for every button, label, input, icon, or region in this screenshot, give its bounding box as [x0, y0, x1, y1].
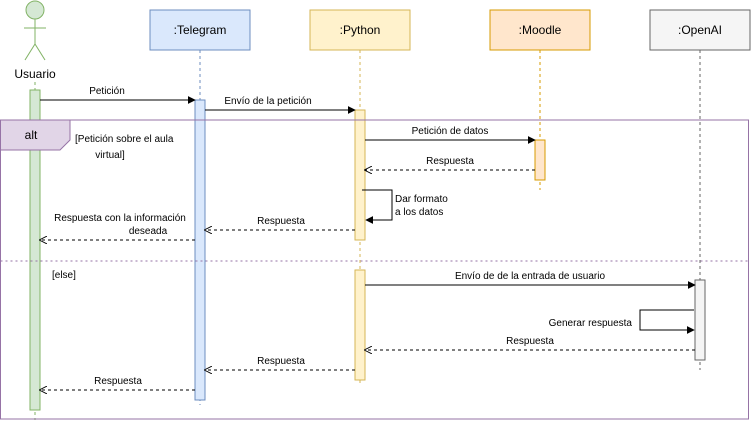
message-respuesta-info[interactable]: Respuesta con la información deseada [40, 213, 195, 240]
activation-openai[interactable] [694, 279, 706, 361]
message-respuesta-python[interactable]: Respuesta [205, 216, 355, 230]
else-guard: [else] [52, 270, 76, 281]
message-respuesta-openai-label: Respuesta [506, 336, 554, 347]
actor-usuario-label: Usuario [14, 67, 56, 81]
participant-openai-label: :OpenAI [678, 23, 722, 37]
message-respuesta-info-line1: Respuesta con la información [54, 213, 186, 224]
alt-fragment-frame [0, 119, 749, 420]
alt-fragment-tab [0, 119, 71, 151]
activation-python-2[interactable] [354, 269, 366, 381]
activation-python-1[interactable] [354, 109, 366, 241]
alt-guard-line2: virtual] [95, 150, 125, 161]
message-respuesta-python-2-label: Respuesta [257, 356, 305, 367]
message-respuesta-openai[interactable]: Respuesta [365, 336, 695, 350]
message-respuesta-moodle[interactable]: Respuesta [365, 156, 535, 170]
message-respuesta-telegram[interactable]: Respuesta [40, 376, 195, 390]
participant-telegram-box [149, 9, 251, 51]
message-generar-respuesta-arrow [639, 309, 695, 334]
participant-telegram[interactable]: :Telegram [149, 9, 251, 51]
actor-leg-left [24, 43, 36, 61]
message-peticion-datos[interactable]: Petición de datos [365, 126, 536, 144]
alt-fragment[interactable]: alt [Petición sobre el aula virtual] [el… [0, 119, 750, 420]
message-respuesta-moodle-label: Respuesta [426, 156, 474, 167]
activation-telegram[interactable] [194, 99, 206, 401]
message-generar-respuesta[interactable]: Generar respuesta [549, 309, 695, 334]
message-dar-formato[interactable]: Dar formato a los datos [362, 189, 448, 224]
message-respuesta-python-2[interactable]: Respuesta [205, 356, 355, 370]
message-envio-peticion-label: Envío de la petición [224, 96, 311, 107]
alt-keyword: alt [25, 128, 38, 142]
participant-python[interactable]: :Python [309, 9, 411, 51]
actor-leg-right [34, 43, 46, 61]
message-dar-formato-line1: Dar formato [395, 194, 448, 205]
message-envio-entrada[interactable]: Envío de de la entrada de usuario [365, 271, 696, 289]
activation-moodle[interactable] [534, 139, 546, 181]
message-peticion-label: Petición [89, 86, 125, 97]
participant-openai-box [649, 9, 751, 51]
actor-usuario[interactable]: Usuario [14, 0, 56, 81]
message-respuesta-telegram-label: Respuesta [94, 376, 142, 387]
message-respuesta-info-line2: deseada [129, 226, 168, 237]
participant-python-label: :Python [340, 23, 381, 37]
actor-head [25, 0, 45, 20]
message-peticion[interactable]: Petición [40, 86, 196, 104]
message-dar-formato-arrow [362, 189, 393, 224]
message-generar-respuesta-label: Generar respuesta [549, 318, 633, 329]
participant-moodle-label: :Moodle [519, 23, 562, 37]
message-envio-entrada-label: Envío de de la entrada de usuario [455, 271, 606, 282]
participant-openai[interactable]: :OpenAI [649, 9, 751, 51]
participant-python-box [309, 9, 411, 51]
message-peticion-datos-label: Petición de datos [412, 126, 489, 137]
activation-usuario[interactable] [29, 89, 41, 411]
participant-moodle-box [489, 9, 591, 51]
participant-moodle[interactable]: :Moodle [489, 9, 591, 51]
message-dar-formato-line2: a los datos [395, 207, 443, 218]
participant-telegram-label: :Telegram [174, 23, 227, 37]
message-respuesta-python-label: Respuesta [257, 216, 305, 227]
message-envio-peticion[interactable]: Envío de la petición [205, 96, 356, 114]
alt-guard-line1: [Petición sobre el aula [75, 134, 174, 145]
